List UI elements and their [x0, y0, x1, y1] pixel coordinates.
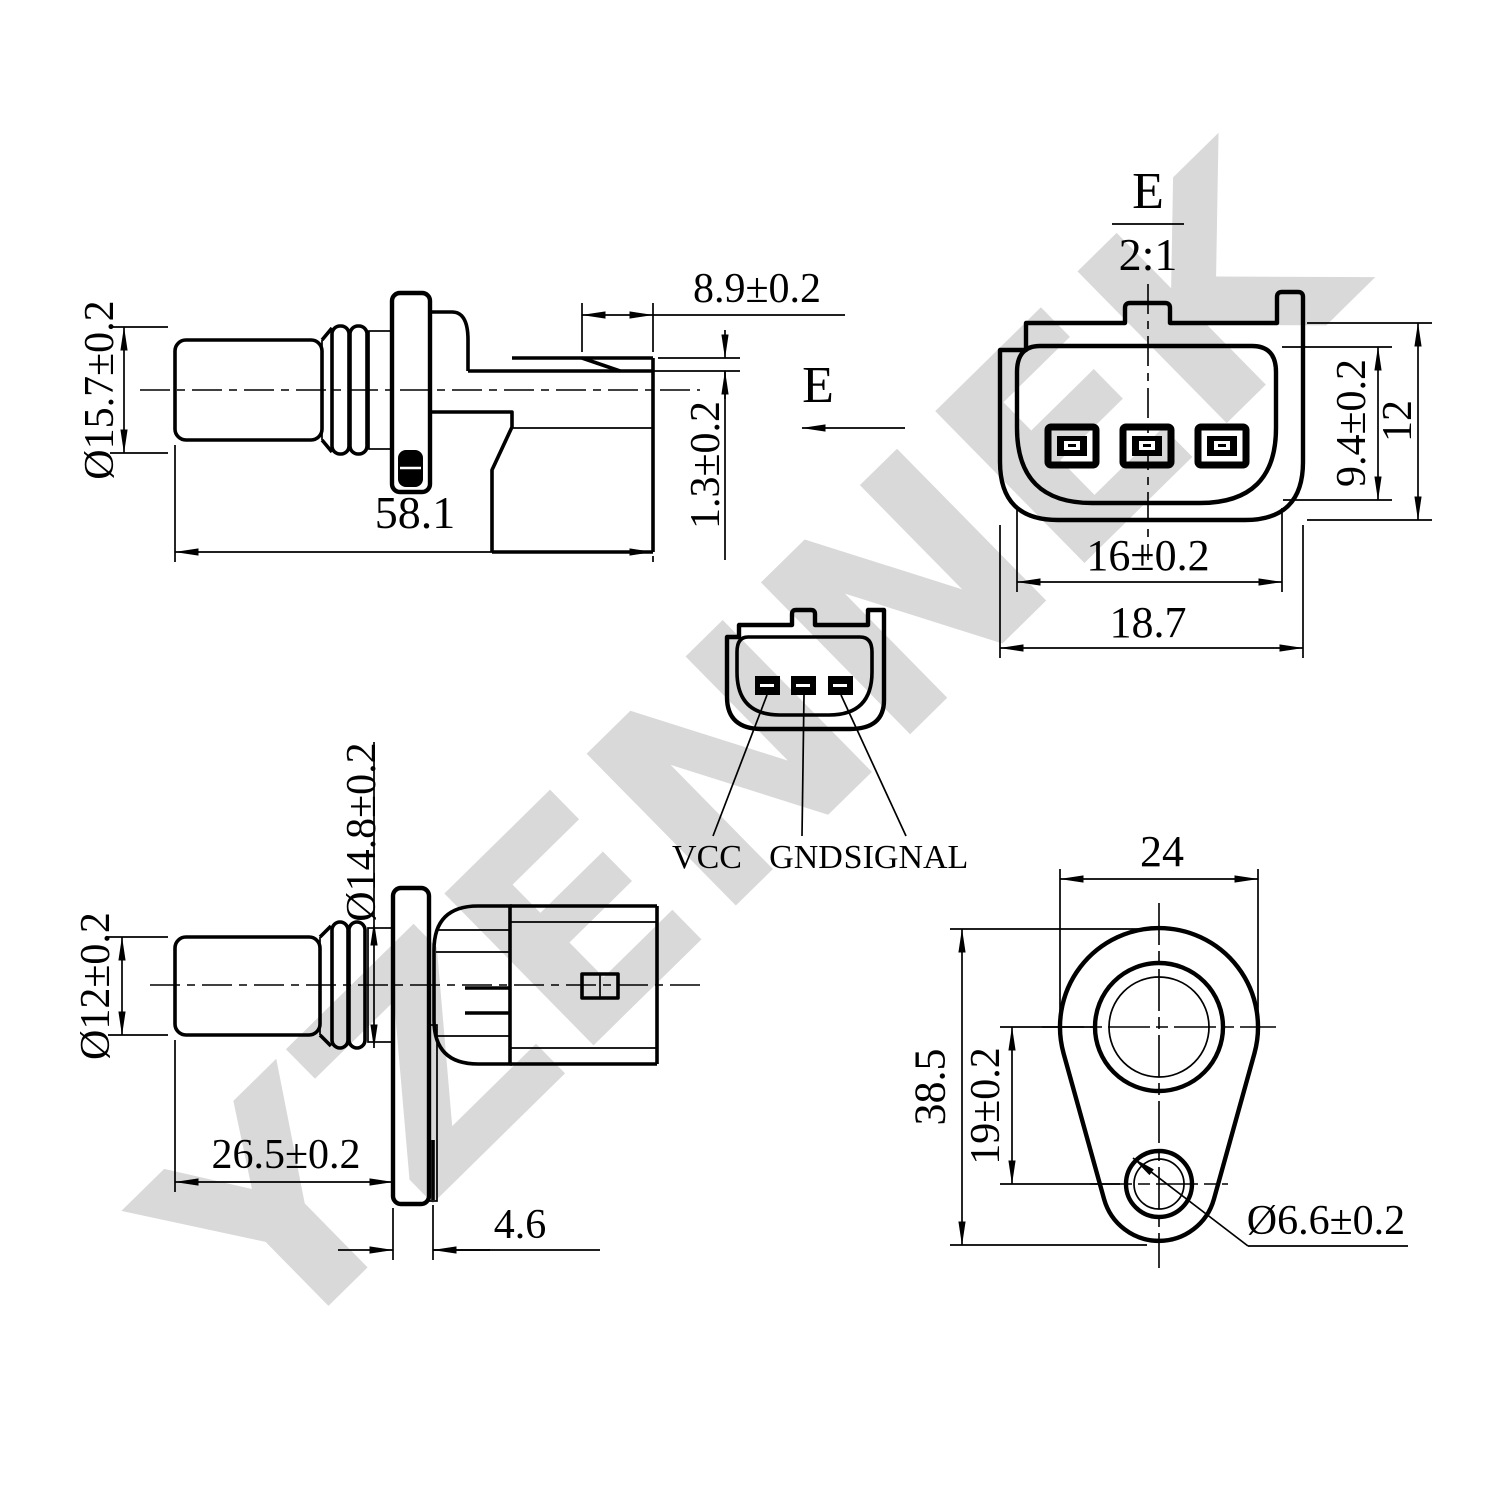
svg-text:12: 12	[1375, 400, 1421, 442]
probe-outline	[173, 935, 322, 1037]
dim-probe-length: 26.5±0.2	[174, 1040, 394, 1192]
head-dome	[432, 904, 512, 1066]
svg-text:58.1: 58.1	[375, 487, 456, 538]
connector-face-view: E 2:1	[997, 163, 1432, 658]
pin-label-signal: SIGNAL	[844, 839, 969, 876]
pinout-shell	[724, 607, 887, 732]
dim-pocket-height: 9.4±0.2	[1282, 346, 1392, 501]
svg-text:19±0.2: 19±0.2	[963, 1047, 1009, 1165]
dim-oring-diameter: Ø14.8±0.2	[339, 742, 385, 1049]
dim-hole-offset: 19±0.2	[963, 1026, 1120, 1185]
dim-connector-depth: 8.9±0.2	[581, 266, 845, 352]
flange-plate	[389, 290, 433, 495]
svg-text:26.5±0.2: 26.5±0.2	[211, 1132, 360, 1178]
pinout-pins	[755, 676, 853, 695]
svg-text:38.5: 38.5	[906, 1049, 955, 1126]
pin-label-gnd: GND	[769, 839, 843, 876]
svg-text:9.4±0.2: 9.4±0.2	[1329, 359, 1375, 487]
o-ring	[348, 324, 369, 456]
pinout-pocket	[735, 635, 874, 717]
terminal-pin-3	[1194, 423, 1250, 469]
housing-step	[430, 410, 514, 552]
side-view-bottom: Ø12±0.2 Ø14.8±0.2 26.5±0.2 4.6	[73, 742, 700, 1260]
svg-text:2:1: 2:1	[1119, 229, 1178, 280]
connector-pocket	[1014, 343, 1279, 506]
o-ring	[347, 920, 367, 1050]
svg-text:Ø12±0.2: Ø12±0.2	[73, 912, 119, 1060]
dim-body-width: 18.7	[999, 525, 1304, 658]
dim-overall-length: 58.1	[174, 445, 654, 562]
connector-shell	[997, 289, 1306, 523]
svg-text:E: E	[1132, 163, 1164, 220]
svg-text:24: 24	[1140, 827, 1184, 876]
dim-flange-width: 24	[1059, 827, 1259, 1018]
terminal-pin-1	[1044, 423, 1100, 469]
dim-hole-diameter: Ø6.6±0.2	[1132, 1157, 1408, 1247]
flange-face-view: 24 38.5 19±0.2 Ø6.6±0.2	[906, 827, 1408, 1268]
dim-flange-thickness: 4.6	[338, 1202, 600, 1260]
dim-latch-height: 1.3±0.2	[624, 330, 740, 560]
pin-label-vcc: VCC	[672, 839, 742, 876]
head-shoulder	[430, 310, 470, 371]
pinout-view: VCC GND SIGNAL	[672, 607, 969, 876]
svg-text:E: E	[802, 357, 834, 414]
svg-text:Ø15.7±0.2: Ø15.7±0.2	[77, 300, 123, 479]
connector-housing	[510, 904, 659, 1066]
svg-text:4.6: 4.6	[494, 1202, 547, 1248]
latch-ramp	[581, 356, 621, 373]
view-direction-e: E	[801, 357, 905, 432]
dim-probe-diameter: Ø15.7±0.2	[77, 300, 168, 480]
probe-taper	[318, 924, 333, 1048]
dim-probe-diameter: Ø12±0.2	[73, 912, 168, 1060]
probe-taper	[320, 326, 334, 454]
dim-body-height: 12	[1307, 322, 1432, 521]
svg-text:1.3±0.2: 1.3±0.2	[683, 401, 729, 529]
svg-text:Ø6.6±0.2: Ø6.6±0.2	[1247, 1198, 1405, 1244]
svg-text:Ø14.8±0.2: Ø14.8±0.2	[339, 742, 385, 921]
svg-text:16±0.2: 16±0.2	[1086, 531, 1209, 580]
flange-outline	[1057, 925, 1261, 1244]
leader-gnd	[801, 694, 805, 837]
leader-signal	[840, 694, 907, 837]
dim-pocket-width: 16±0.2	[1016, 508, 1283, 592]
view-scale-label: E 2:1	[1112, 163, 1184, 280]
leader-vcc	[712, 694, 768, 837]
svg-text:18.7: 18.7	[1110, 598, 1187, 647]
svg-text:8.9±0.2: 8.9±0.2	[693, 266, 821, 312]
flange-plate	[390, 885, 432, 1207]
dim-flange-height: 38.5	[906, 928, 1152, 1246]
terminal-pin-2	[1119, 423, 1175, 469]
side-view-top: Ø15.7±0.2 58.1 8.9±0.2	[77, 266, 905, 562]
